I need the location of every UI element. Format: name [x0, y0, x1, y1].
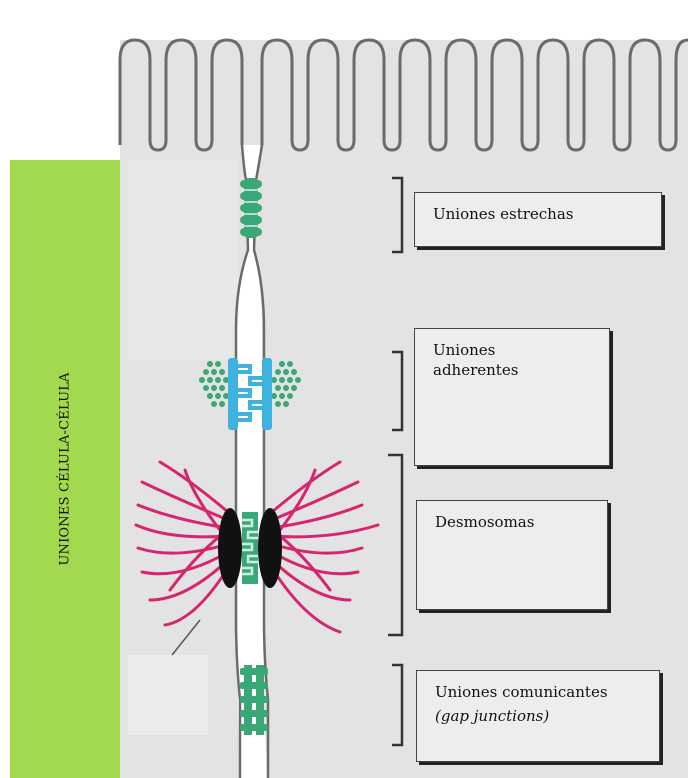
label-tight-junctions: Uniones estrechas — [433, 205, 653, 225]
label-desmosomes: Desmosomas — [435, 513, 599, 533]
label-gap-junctions-sub: (gap junctions) — [435, 707, 549, 725]
desmosome — [218, 508, 282, 588]
label-adherens-junctions: Uniones adherentes — [433, 341, 533, 380]
label-box-tight-junctions: Uniones estrechas — [414, 192, 662, 247]
sidebar-label: UNIONES CÉLULA-CÉLULA — [58, 372, 73, 565]
cell-left-highlight — [128, 160, 238, 360]
label-box-gap-junctions: Uniones comunicantes (gap junctions) — [416, 670, 660, 762]
label-gap-junctions: Uniones comunicantes — [435, 683, 651, 703]
label-box-desmosomes: Desmosomas — [416, 500, 608, 610]
tight-junction — [240, 178, 262, 238]
label-box-adherens-junctions: Uniones adherentes — [414, 328, 610, 466]
cell-lower-left-highlight — [128, 655, 208, 735]
